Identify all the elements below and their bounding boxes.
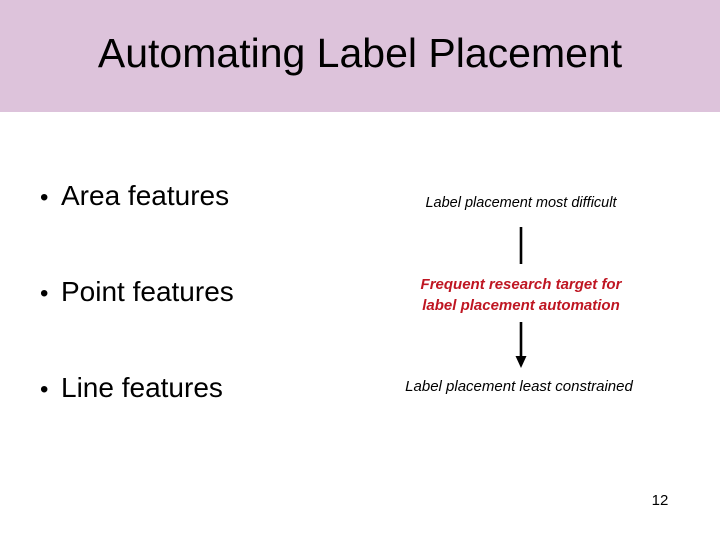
bullet-dot-icon: •	[40, 184, 49, 211]
down-arrow-icon	[515, 227, 527, 368]
bullet-label-line-features: Line features	[61, 372, 223, 403]
diagram-bottom-caption: Label placement least constrained	[405, 378, 633, 395]
bullet-label-point-features: Point features	[61, 276, 234, 307]
list-item: • Area features	[40, 180, 370, 276]
diagram-top-caption: Label placement most difficult	[425, 195, 617, 211]
bullet-dot-icon: •	[40, 376, 49, 403]
page-title: Automating Label Placement	[97, 30, 623, 76]
bullet-label-area-features: Area features	[61, 180, 230, 211]
list-item: • Line features	[40, 372, 370, 468]
difficulty-gradient-diagram: Label placement most difficult Frequent …	[361, 186, 681, 406]
bullet-dot-icon: •	[40, 280, 49, 307]
diagram-highlight-line-2: label placement automation	[422, 297, 620, 314]
page-number: 12	[651, 492, 669, 509]
list-item: • Point features	[40, 276, 370, 372]
arrow-head	[515, 356, 527, 368]
diagram-highlight-line-1: Frequent research target for	[420, 276, 622, 293]
title-band: Automating Label Placement	[0, 0, 720, 112]
diagram-highlight-text: Frequent research target for label place…	[361, 274, 681, 316]
bullet-list: • Area features • Point features • Line …	[40, 180, 370, 468]
